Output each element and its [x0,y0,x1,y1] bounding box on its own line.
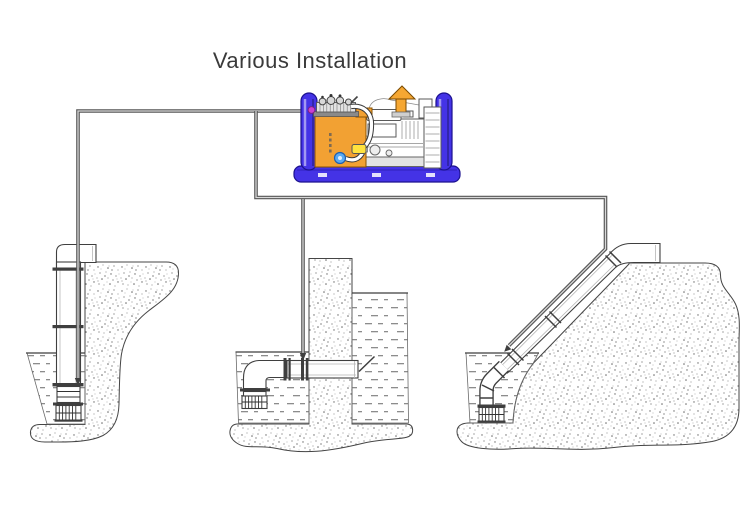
exhaust-arrow-icon [387,85,417,100]
ground-masses [29,258,740,453]
pipe-flange [288,358,291,381]
magenta-port [307,106,316,114]
valve-cap [318,97,327,106]
arrow-pit3 [504,344,512,352]
flap-valve-pit2 [358,355,376,373]
pipe-flange [301,358,304,381]
skid-slot [318,173,327,177]
inclined-pipe-pit3 [498,242,661,374]
water-pit2-right [351,292,409,424]
elbow-segment-joints [480,366,506,399]
intake-piping [368,98,420,110]
page-title: Various Installation [213,48,407,73]
valve-knob [338,94,342,98]
hoses-and-ports [333,103,375,165]
fuel-pump [369,144,381,156]
ground-pit3 [456,262,740,450]
skid-slot [372,173,381,177]
strainer-grid-pit2 [242,396,267,409]
hydraulic-power-pack [293,85,461,183]
pump-body-pit2 [242,390,267,397]
valve-cap [335,96,345,105]
pump-flange [240,388,270,392]
hydraulic-supply-lines [74,109,608,386]
radiator-fins [425,112,440,163]
strainer-grid-pit1 [56,405,81,421]
discharge-pipe-pit2 [286,359,359,379]
cylinder-lines [364,121,423,148]
skid-slot [426,173,435,177]
manifold-block [367,123,397,138]
installation-through-wall [240,355,376,410]
ground-pit1 [29,261,180,443]
pipe-flange [283,358,287,381]
starter [385,149,393,157]
hose-upper [350,104,374,150]
pipe-flange [52,383,84,387]
valve-knob [329,94,333,97]
valve-cap [345,98,352,106]
hose-lower [344,152,364,162]
suction-port-center [338,156,342,160]
strainer-grid-pit3 [479,407,504,422]
pipe-flange [305,358,309,381]
strainer-base [54,419,83,422]
bottom-elbow-pit3 [480,361,509,405]
supply-line-pit1-core [77,110,308,380]
ground-pit2 [229,258,414,453]
pipe-inner-line [505,264,615,372]
exhaust-flange [391,111,411,118]
pump-body-pit1 [56,385,81,404]
arrow-pit1 [74,378,82,386]
control-lever [350,95,359,104]
supply-line-main-branch-core [255,111,607,346]
valve-knob [321,95,324,99]
radiator [423,106,442,169]
valve-cap [326,96,336,105]
pipe-inner-line [500,255,613,367]
exhaust-stack [387,85,417,118]
installation-inclined-slope [477,242,661,423]
tank-label-marks [329,133,332,153]
pump-flange [477,404,506,408]
pump-flange [53,402,83,406]
pipe-flange [52,325,84,329]
oil-pan [364,156,425,167]
arrow-pit2 [299,353,307,361]
inclined-pipe-flanges [506,250,622,366]
strainer-base [477,420,506,423]
pipe-flange [52,267,84,271]
yellow-fitting [351,144,367,154]
